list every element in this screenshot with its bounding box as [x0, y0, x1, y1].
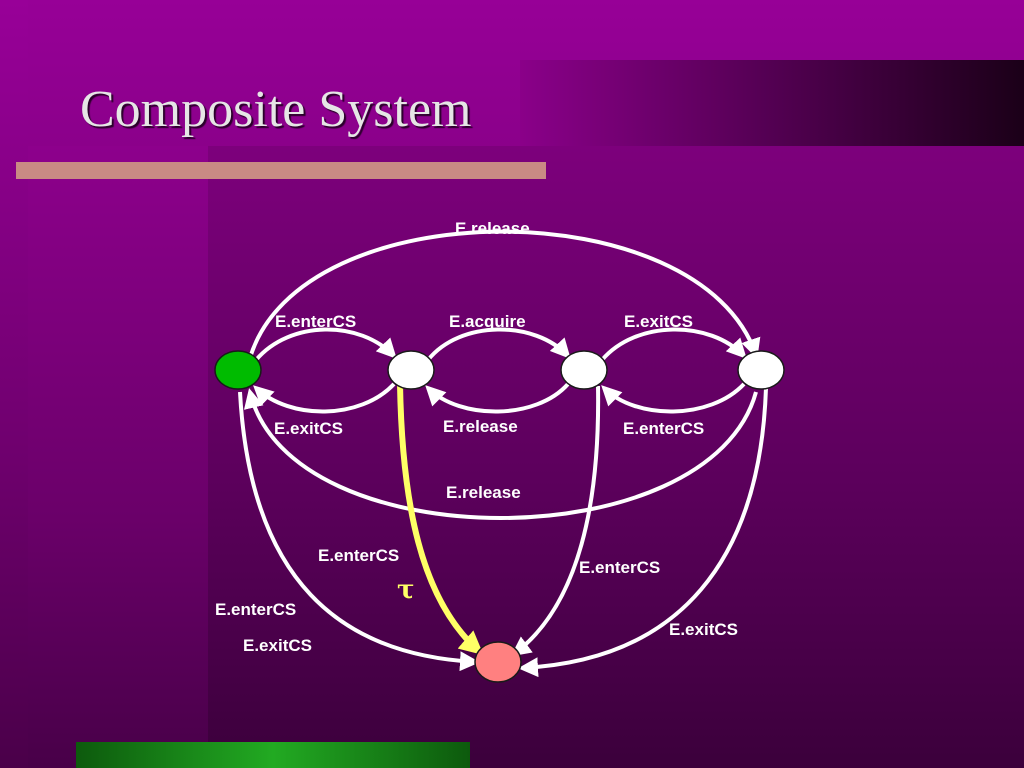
state-initial — [214, 350, 262, 390]
label-enter-0-1: E.enterCS — [275, 312, 356, 331]
state-2 — [560, 350, 608, 390]
bottom-accent-bar — [76, 742, 470, 768]
label-release-3-0: E.release — [446, 483, 521, 502]
center-background-panel — [28, 146, 208, 768]
label-exit-1-0: E.exitCS — [274, 419, 343, 438]
edge-exit-1-0 — [253, 382, 396, 414]
label-enter-2-err: E.enterCS — [579, 558, 660, 577]
label-enter-3-2: E.enterCS — [623, 419, 704, 438]
right-background-panel — [208, 146, 1024, 768]
label-tau: τ — [397, 575, 415, 605]
slide-title: Composite System — [80, 81, 472, 138]
label-enter-1-err: E.enterCS — [318, 546, 399, 565]
left-background-panel — [0, 0, 28, 768]
label-top-release: E.release — [455, 219, 530, 238]
state-3 — [737, 350, 785, 390]
label-exit-3-err: E.exitCS — [669, 620, 738, 639]
edge-release-3-0 — [244, 388, 758, 520]
label-acquire-1-2: E.acquire — [449, 312, 526, 331]
edge-enter-3-2 — [601, 382, 746, 414]
label-release-2-1: E.release — [443, 417, 518, 436]
edge-exit-2-3 — [600, 327, 747, 362]
edge-exit-3-err — [518, 387, 768, 678]
edge-release-2-1 — [425, 382, 570, 414]
edge-acquire-1-2 — [426, 327, 571, 362]
edge-top-release — [248, 229, 761, 359]
edge-enter-0-1 — [254, 327, 397, 362]
title-band — [520, 60, 1024, 146]
edge-enter-2-err — [510, 385, 601, 657]
edge-0-to-err — [238, 391, 480, 672]
label-exit-0-err: E.exitCS — [243, 636, 312, 655]
edge-tau-1-err — [397, 383, 484, 656]
state-1 — [387, 350, 435, 390]
label-exit-2-3: E.exitCS — [624, 312, 693, 331]
title-underline — [16, 162, 546, 179]
label-enter-0-err: E.enterCS — [215, 600, 296, 619]
state-error — [474, 641, 522, 683]
